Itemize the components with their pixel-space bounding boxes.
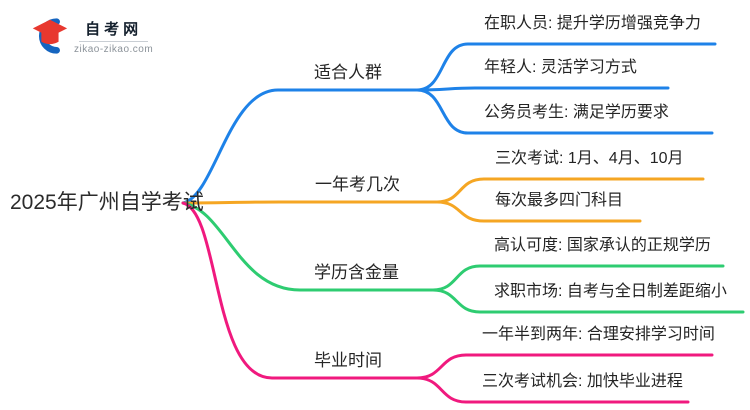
- branch-1-child-1-line: [415, 42, 717, 92]
- branch-1-child-2-line: [415, 86, 670, 92]
- branch-3-child-2-line: [431, 288, 745, 314]
- leaf-node: 公务员考生: 满足学历要求: [484, 104, 669, 121]
- branch-4-main-line: [181, 201, 419, 380]
- site-logo: 自考网 zikao-zikao.com: [28, 15, 153, 57]
- branch-4-child-2-line: [415, 376, 690, 404]
- leaf-node: 一年半到两年: 合理安排学习时间: [482, 326, 715, 343]
- branch-1-child-3-line: [415, 88, 714, 135]
- branch-3-main-line: [181, 201, 435, 292]
- leaf-node: 在职人员: 提升学历增强竞争力: [484, 15, 701, 32]
- branch-1-main-line: [181, 88, 419, 205]
- branch-3-child-1-line: [431, 264, 725, 292]
- branch-2-lines: [181, 177, 705, 223]
- leaf-node: 三次考试机会: 加快毕业进程: [482, 373, 683, 390]
- branch-4-child-1-line: [415, 353, 714, 380]
- branch-node-degree-value: 学历含金量: [314, 263, 399, 282]
- branch-node-graduation-time: 毕业时间: [314, 351, 382, 370]
- branch-4-lines: [181, 201, 714, 404]
- logo-text-block: 自考网 zikao-zikao.com: [74, 18, 153, 55]
- branch-2-child-2-line: [435, 200, 642, 223]
- site-name: 自考网: [79, 18, 149, 42]
- branch-3-lines: [181, 201, 745, 314]
- branch-2-main-line: [181, 200, 439, 205]
- leaf-node: 求职市场: 自考与全日制差距缩小: [494, 283, 727, 300]
- site-url: zikao-zikao.com: [74, 43, 154, 55]
- leaf-node: 高认可度: 国家承认的正规学历: [494, 237, 711, 254]
- leaf-node: 三次考试: 1月、4月、10月: [495, 150, 684, 167]
- leaf-node: 每次最多四门科目: [495, 192, 624, 209]
- graduation-cap-icon: [32, 18, 68, 54]
- branch-node-exams-per-year: 一年考几次: [315, 175, 400, 194]
- branch-1-lines: [181, 42, 717, 205]
- root-node: 2025年广州自学考试: [10, 191, 204, 214]
- branch-node-suitable-people: 适合人群: [314, 63, 382, 82]
- leaf-node: 年轻人: 灵活学习方式: [484, 59, 637, 76]
